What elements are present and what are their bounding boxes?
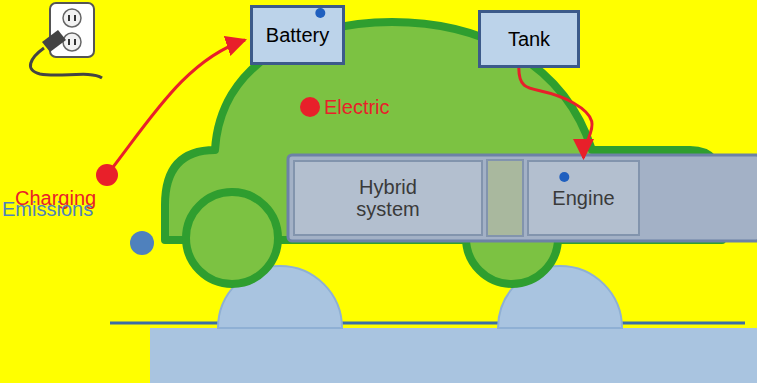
wall-outlet	[50, 3, 94, 57]
socket-slot	[68, 39, 70, 45]
hybrid-system-box: Hybrid system	[293, 160, 483, 236]
engine-box: Engine	[527, 160, 640, 236]
node-text: Hybrid system	[333, 176, 443, 220]
emissions-dot	[130, 231, 154, 255]
ground-band	[150, 328, 757, 383]
marker-dot	[559, 172, 569, 182]
electric-label: Electric	[324, 96, 390, 118]
road-line	[110, 322, 745, 325]
node-text: Tank	[508, 28, 550, 50]
tank-box: Tank	[478, 10, 580, 68]
emissions-label: Emissions	[2, 198, 93, 220]
socket	[63, 33, 81, 51]
coupling-block	[487, 160, 523, 236]
node-text: Engine	[552, 187, 614, 209]
socket-slot	[74, 39, 76, 45]
powertrain-band	[288, 155, 757, 241]
marker-dot	[315, 8, 325, 18]
socket-slot	[68, 15, 70, 21]
plug-cord	[30, 48, 102, 78]
battery-box: Battery	[250, 5, 345, 65]
socket	[63, 9, 81, 27]
charging-dot	[96, 164, 118, 186]
charging-arrow	[107, 40, 245, 175]
electric-dot	[300, 97, 320, 117]
fuel-arrow	[519, 68, 592, 158]
socket-slot	[74, 15, 76, 21]
wheel-arch	[186, 192, 278, 284]
node-text: Battery	[266, 24, 329, 46]
plug	[42, 30, 66, 52]
